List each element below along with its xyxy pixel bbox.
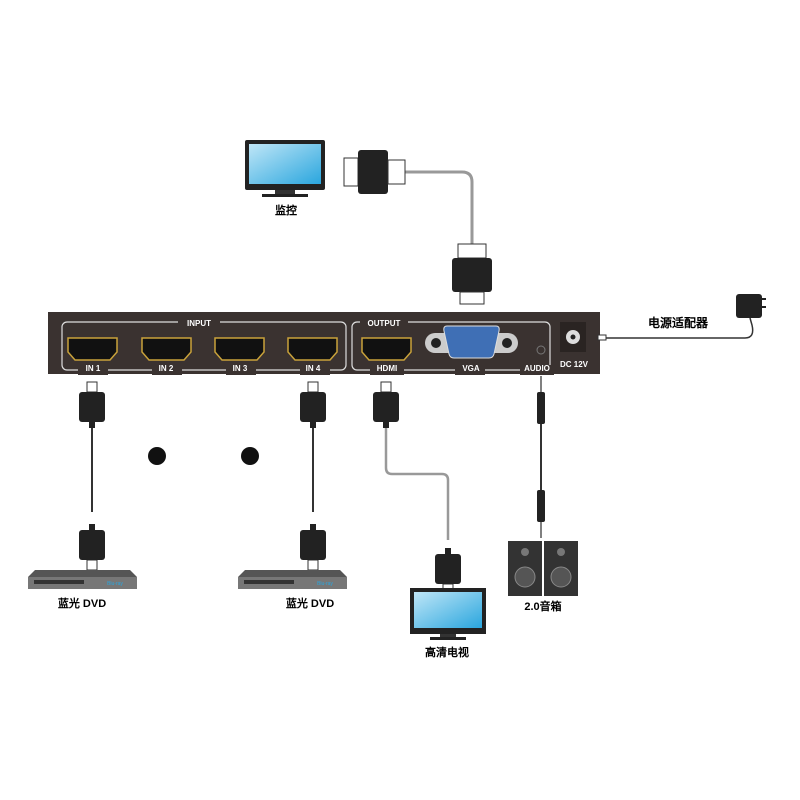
power-cable [597, 294, 766, 341]
bluray-player-right: Blu-ray [238, 570, 347, 589]
dvd-right-label: 蓝光 DVD [286, 596, 334, 610]
vga-cable [343, 150, 492, 305]
monitor [245, 140, 325, 197]
dvd-left-label: 蓝光 DVD [58, 596, 106, 610]
ellipsis-dot [241, 447, 259, 465]
power-adapter-label: 电源适配器 [648, 315, 709, 330]
in3-label: IN 3 [233, 364, 248, 373]
hdmi-cable-out [372, 381, 462, 595]
svg-text:Blu-ray: Blu-ray [317, 581, 333, 587]
vga-port [425, 325, 518, 359]
hdmi-port-in2 [141, 337, 192, 361]
input-title: INPUT [187, 319, 211, 328]
hdmi-port-in4 [287, 337, 338, 361]
monitor-label: 监控 [275, 203, 297, 217]
audio-out-label: AUDIO [524, 364, 550, 373]
hdtv [410, 588, 486, 640]
vga-out-label: VGA [462, 364, 480, 373]
hdtv-label: 高清电视 [425, 645, 469, 659]
hdmi-port-out [361, 337, 412, 361]
power-label: DC 12V [560, 360, 589, 369]
speakers [508, 541, 578, 596]
hdmi-port-in3 [214, 337, 265, 361]
hdmi-out-label: HDMI [377, 364, 397, 373]
power-adapter-icon [736, 294, 762, 318]
in4-label: IN 4 [306, 364, 321, 373]
in1-label: IN 1 [86, 364, 101, 373]
ellipsis-dot [148, 447, 166, 465]
svg-text:Blu-ray: Blu-ray [107, 581, 123, 587]
in2-label: IN 2 [159, 364, 174, 373]
hdmi-switcher: INPUT OUTPUT IN 1 IN 2 IN 3 IN 4 HDMI VG… [48, 312, 600, 375]
audio-jack [536, 345, 546, 355]
bluray-player-left: Blu-ray [28, 570, 137, 589]
hdmi-cable-in4 [299, 381, 327, 571]
speakers-label: 2.0音箱 [524, 599, 561, 613]
hdmi-cable-in1 [78, 381, 106, 571]
hdmi-port-in1 [67, 337, 118, 361]
output-title: OUTPUT [368, 319, 401, 328]
audio-cable [537, 376, 545, 538]
